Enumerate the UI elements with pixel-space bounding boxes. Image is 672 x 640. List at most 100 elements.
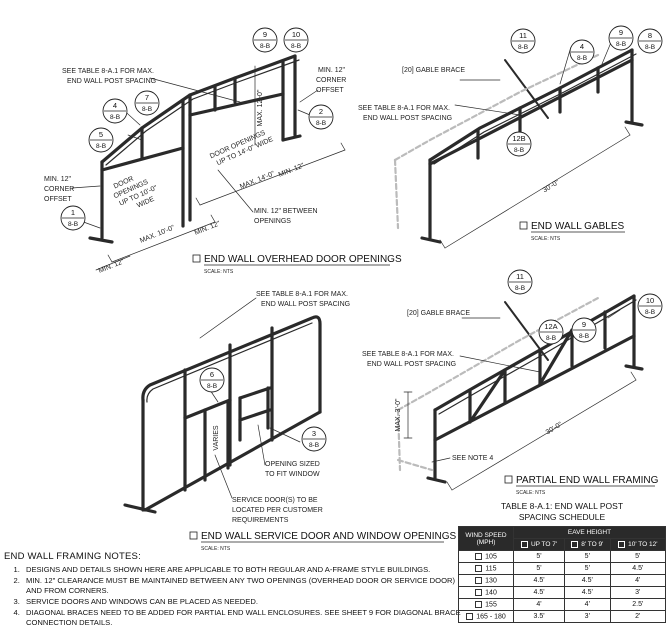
checkbox-icon [520,540,528,548]
corner-offset-right-l1: MIN. 12" [318,67,346,74]
detail-callout-bubble: 28-B [308,104,334,130]
varies-label: VARIES [213,425,220,450]
svg-text:MAX. 14'-0": MAX. 14'-0" [239,170,276,191]
svg-text:SEE TABLE 8-A.1 FOR MAX.: SEE TABLE 8-A.1 FOR MAX. [62,68,154,75]
partial-brace-label: [20] GABLE BRACE [407,310,470,317]
svg-text:TO FIT WINDOW: TO FIT WINDOW [265,471,320,478]
bubble-detail-number: 7 [145,93,149,102]
service-scale: SCALE: NTS [201,546,231,552]
detail-callout-bubble: 58-B [88,127,114,153]
drawing-sheet: SEE TABLE 8-A.1 FOR MAX. END WALL POST S… [44,25,663,552]
spacing-cell: 4.5' [564,574,611,587]
gable-ghost-frame [393,53,600,230]
max-12-dim: MAX. 12'-0" [257,89,264,126]
corner-offset-left-l1: MIN. 12" [44,176,72,183]
svg-text:MIN. 12" BETWEEN: MIN. 12" BETWEEN [254,208,318,215]
svg-text:REQUIREMENTS: REQUIREMENTS [232,517,289,524]
spacing-cell: 4' [512,598,566,611]
svg-text:MIN. 12": MIN. 12" [194,220,222,237]
detail-title-service: END WALL SERVICE DOOR AND WINDOW OPENING… [189,531,457,552]
bubble-detail-number: 6 [210,370,214,379]
svg-text:SCALE: NTS: SCALE: NTS [204,269,234,275]
overhead-scale: SCALE: NTS [204,269,234,275]
bubble-detail-number: 9 [582,320,586,329]
partial-spacing-note-l2: END WALL POST SPACING [367,361,456,368]
speed-cell: 130 [458,574,514,587]
detail-callout-bubble: 38-B [301,426,327,452]
detail-callout-bubble: 68-B [199,367,225,393]
header-col: 10' TO 12' [609,538,667,551]
spacing-cell: 4.5' [512,586,566,599]
svg-text:VARIES: VARIES [213,425,220,450]
partial-ghost-frame [396,296,600,472]
min-between-l2: OPENINGS [254,218,291,225]
note-item: DIAGONAL BRACES NEED TO BE ADDED FOR PAR… [22,608,464,628]
bubble-sheet-number: 8-B [579,333,589,340]
detail-title-overhead: END WALL OVERHEAD DOOR OPENINGS SCALE: N… [192,254,402,275]
spacing-cell: 5' [564,550,611,563]
svg-text:MIN. 12": MIN. 12" [318,67,346,74]
bubble-sheet-number: 8-B [291,43,301,50]
svg-text:PARTIAL END WALL FRAMING: PARTIAL END WALL FRAMING [516,475,659,486]
speed-cell: 105 [458,550,514,563]
svg-text:CORNER: CORNER [316,77,346,84]
col-label: 10' TO 12' [628,541,658,549]
checkbox-icon [475,564,483,572]
svg-text:SCALE: NTS: SCALE: NTS [201,546,231,552]
header-eave-height: EAVE HEIGHT [513,526,666,539]
title-checkbox [189,531,198,540]
detail-callout-bubble: 9 8-B [571,317,597,343]
svg-text:SEE NOTE 4: SEE NOTE 4 [452,455,493,462]
bubble-sheet-number: 8-B [260,43,270,50]
svg-text:CORNER: CORNER [44,186,74,193]
bubble-detail-number: 3 [312,429,316,438]
svg-text:MIN. 12": MIN. 12" [44,176,72,183]
detail-callout-bubble: 108-B [637,293,663,319]
partial-spacing-note-l1: SEE TABLE 8-A.1 FOR MAX. [362,351,454,358]
svg-text:30'-0": 30'-0" [542,179,561,194]
gable-spacing-note-l1: SEE TABLE 8-A.1 FOR MAX. [358,105,450,112]
title-checkbox [519,221,528,230]
gables-scale: SCALE: NTS [531,236,561,242]
bubble-sheet-number: 8-B [645,44,655,51]
spacing-cell: 4.5' [609,562,667,575]
gable-brace-label: [20] GABLE BRACE [402,67,465,74]
service-door-l3: REQUIREMENTS [232,517,289,524]
speed-value: 155 [485,601,497,609]
svg-text:END WALL POST SPACING: END WALL POST SPACING [67,78,156,85]
bubble-detail-number: 12A [544,322,557,331]
title-checkbox [192,254,201,263]
header-wind-speed: WIND SPEED (MPH) [458,526,514,551]
min-between-l1: MIN. 12" BETWEEN [254,208,318,215]
detail-callout-bubble: 18-B [60,205,86,231]
svg-text:MAX. 12'-0": MAX. 12'-0" [257,89,264,126]
table-row: 130 4.5' 4.5' 4' [458,574,667,587]
checkbox-icon [466,612,474,620]
spacing-cell: 2.5' [609,598,667,611]
bubble-sheet-number: 8-B [518,44,528,51]
bubble-detail-number: 4 [113,101,117,110]
speed-cell: 115 [458,562,514,575]
detail-title-partial: PARTIAL END WALL FRAMING SCALE: NTS [504,475,659,496]
service-door-l1: SERVICE DOOR(S) TO BE [232,497,318,504]
svg-text:LOCATED PER CUSTOMER: LOCATED PER CUSTOMER [232,507,323,514]
svg-text:SEE TABLE 8-A.1 FOR MAX.: SEE TABLE 8-A.1 FOR MAX. [362,351,454,358]
header-col: 8' TO 9' [564,538,611,551]
svg-text:[20] GABLE BRACE: [20] GABLE BRACE [407,310,470,317]
spacing-cell: 3' [609,586,667,599]
bubble-detail-number: 12B [512,134,525,143]
svg-text:MIN. 12": MIN. 12" [278,162,306,179]
checkbox-icon [618,540,626,548]
bubble-detail-number: 2 [319,107,323,116]
service-spacing-note-l1: SEE TABLE 8-A.1 FOR MAX. [256,291,348,298]
svg-text:OFFSET: OFFSET [44,196,72,203]
svg-text:MAX. 3'-0": MAX. 3'-0" [395,398,402,432]
speed-value: 140 [485,589,497,597]
svg-text:[20] GABLE BRACE: [20] GABLE BRACE [402,67,465,74]
partial-frame [426,294,644,484]
speed-value: 165 - 180 [476,613,506,621]
svg-text:END WALL GABLES: END WALL GABLES [531,221,625,232]
service-spacing-note-l2: END WALL POST SPACING [261,301,350,308]
